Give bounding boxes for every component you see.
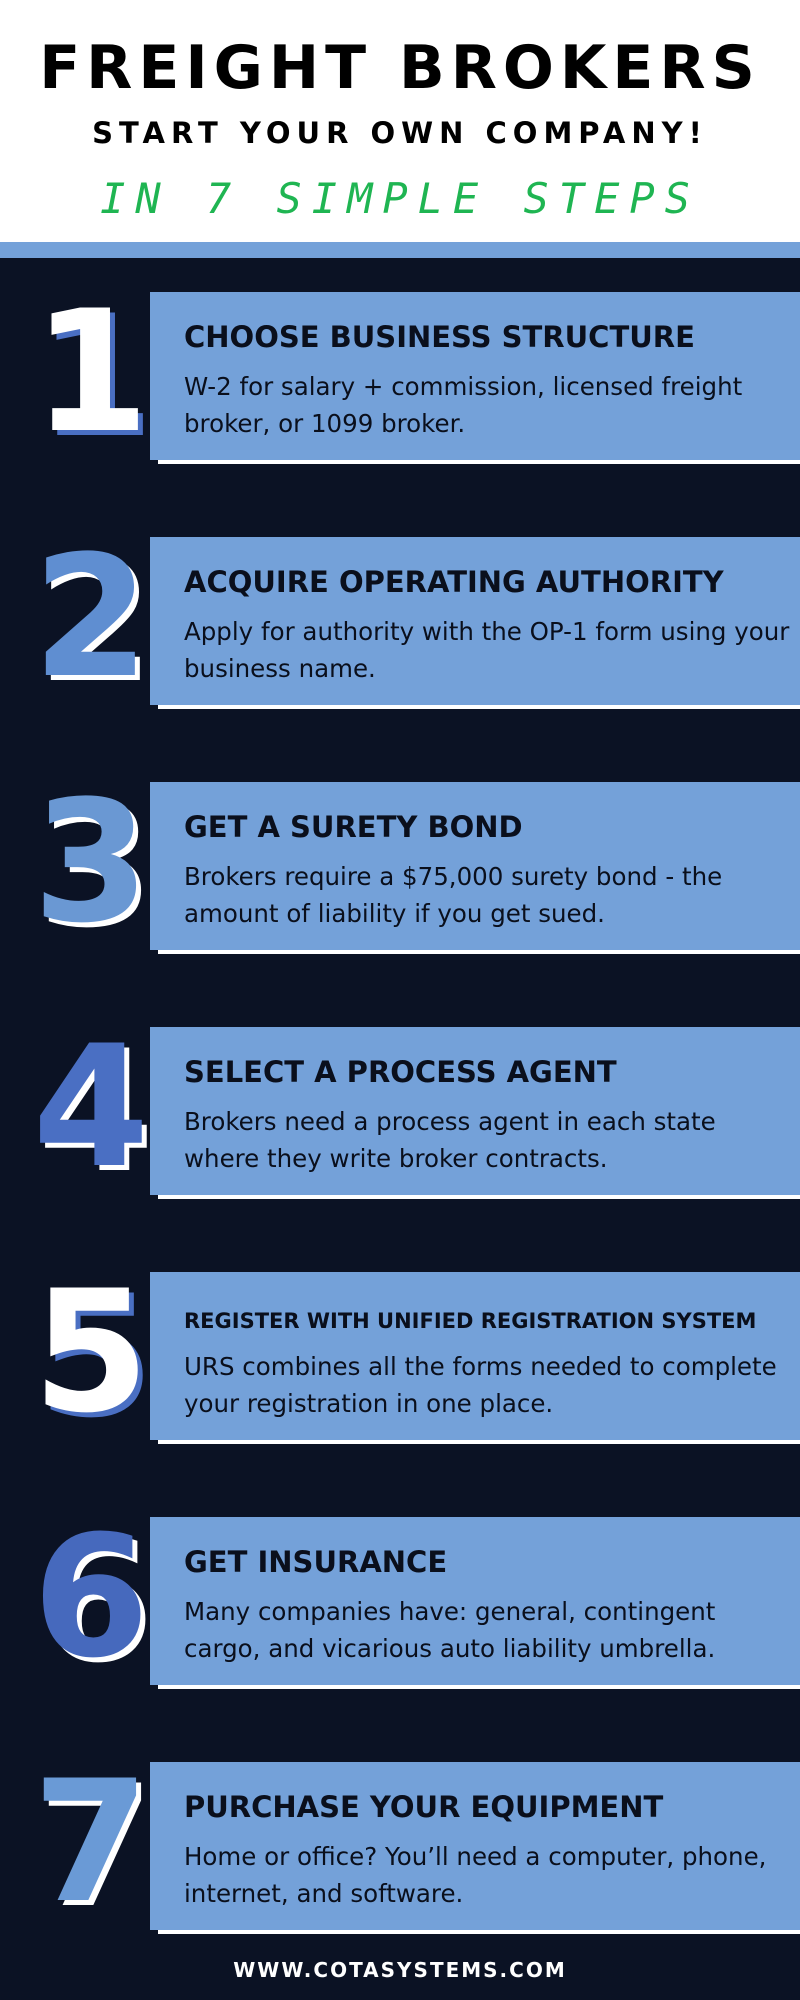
step-card: CHOOSE BUSINESS STRUCTURE W-2 for salary… <box>150 292 800 460</box>
step-description: Home or office? You’ll need a computer, … <box>184 1842 767 1908</box>
step-card: ACQUIRE OPERATING AUTHORITY Apply for au… <box>150 537 800 705</box>
step-description: URS combines all the forms needed to com… <box>184 1352 777 1418</box>
step-description: Many companies have: general, contingent… <box>184 1597 716 1663</box>
step-description: Brokers need a process agent in each sta… <box>184 1107 716 1173</box>
page-title: FREIGHT BROKERS <box>39 33 761 103</box>
step-number: 6 <box>32 1499 150 1695</box>
step-card: GET A SURETY BOND Brokers require a $75,… <box>150 782 800 950</box>
step-number: 1 <box>32 274 150 470</box>
step-card: GET INSURANCE Many companies have: gener… <box>150 1517 800 1685</box>
step-description: W-2 for salary + commission, licensed fr… <box>184 372 743 438</box>
header: FREIGHT BROKERS START YOUR OWN COMPANY! … <box>0 0 800 242</box>
step-number: 3 <box>32 764 150 960</box>
step-card: PURCHASE YOUR EQUIPMENT Home or office? … <box>150 1762 800 1930</box>
step-title: ACQUIRE OPERATING AUTHORITY <box>184 565 724 599</box>
step-card: REGISTER WITH UNIFIED REGISTRATION SYSTE… <box>150 1272 800 1440</box>
step-description: Apply for authority with the OP-1 form u… <box>184 617 790 683</box>
step-2: 2 ACQUIRE OPERATING AUTHORITY Apply for … <box>0 519 800 727</box>
step-title: GET A SURETY BOND <box>184 810 523 844</box>
step-7: 7 PURCHASE YOUR EQUIPMENT Home or office… <box>0 1744 800 1952</box>
step-title: SELECT A PROCESS AGENT <box>184 1055 617 1089</box>
step-description: Brokers require a $75,000 surety bond - … <box>184 862 723 928</box>
step-6: 6 GET INSURANCE Many companies have: gen… <box>0 1499 800 1707</box>
step-card: SELECT A PROCESS AGENT Brokers need a pr… <box>150 1027 800 1195</box>
page-subtitle: START YOUR OWN COMPANY! <box>92 116 708 150</box>
footer-website-link[interactable]: WWW.COTASYSTEMS.COM <box>233 1958 567 1982</box>
step-3: 3 GET A SURETY BOND Brokers require a $7… <box>0 764 800 972</box>
step-5: 5 REGISTER WITH UNIFIED REGISTRATION SYS… <box>0 1254 800 1462</box>
step-title: REGISTER WITH UNIFIED REGISTRATION SYSTE… <box>184 1309 757 1333</box>
step-title: PURCHASE YOUR EQUIPMENT <box>184 1790 664 1824</box>
step-1: 1 CHOOSE BUSINESS STRUCTURE W-2 for sala… <box>0 274 800 482</box>
tagline: IN 7 SIMPLE STEPS <box>100 174 700 223</box>
step-number: 5 <box>32 1254 150 1450</box>
step-number: 7 <box>32 1744 150 1940</box>
step-4: 4 SELECT A PROCESS AGENT Brokers need a … <box>0 1009 800 1217</box>
step-title: GET INSURANCE <box>184 1545 448 1579</box>
step-number: 2 <box>32 519 150 715</box>
step-number: 4 <box>32 1009 150 1205</box>
step-title: CHOOSE BUSINESS STRUCTURE <box>184 320 695 354</box>
header-divider <box>0 242 800 258</box>
